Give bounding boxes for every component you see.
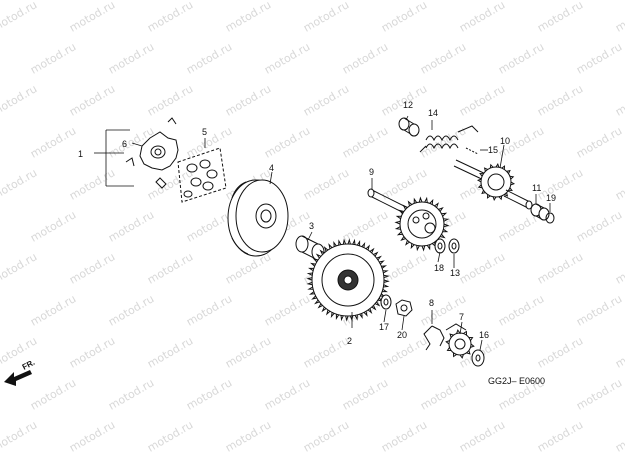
bushing-12 [398, 117, 420, 137]
front-label: FR. [21, 358, 37, 372]
kick-spring [419, 125, 479, 153]
clip-19 [545, 212, 555, 224]
callout-7: 7 [459, 312, 464, 322]
spring-clip-8 [423, 325, 445, 351]
washer-13 [448, 238, 460, 254]
starter-pinion [445, 323, 475, 359]
callout-18: 18 [434, 263, 444, 273]
weight-rollers [177, 147, 227, 203]
callout-14: 14 [428, 108, 438, 118]
callout-11: 11 [532, 183, 541, 193]
callout-17: 17 [379, 322, 389, 332]
leader-lines [94, 115, 551, 351]
collar [295, 235, 325, 261]
gear-teeth [476, 162, 516, 202]
callout-19: 19 [546, 193, 556, 203]
nut-20 [395, 299, 413, 317]
callout-20: 20 [397, 330, 407, 340]
gear-teeth [394, 196, 450, 252]
drive-face-plate [125, 117, 179, 189]
washer-16 [471, 349, 485, 367]
front-arrow: FR. [4, 358, 36, 386]
kick-spindle [453, 159, 533, 210]
drive-pulley [227, 179, 289, 257]
callout-2: 2 [347, 336, 352, 346]
pin-15 [465, 147, 479, 155]
callout-16: 16 [479, 330, 489, 340]
gear-teeth [306, 238, 390, 322]
callout-12: 12 [403, 100, 413, 110]
driven-gear [306, 238, 390, 322]
gear-teeth [445, 329, 475, 359]
callout-labels: 1 2 3 4 5 6 7 8 9 10 11 12 13 14 15 16 1… [78, 100, 556, 346]
diagram-code: GG2J– E0600 [488, 376, 545, 386]
callout-5: 5 [202, 127, 207, 137]
callout-1: 1 [78, 149, 83, 159]
callout-8: 8 [429, 298, 434, 308]
shaft-gear [367, 188, 450, 252]
callout-9: 9 [369, 167, 374, 177]
callout-3: 3 [309, 221, 314, 231]
callout-6: 6 [122, 139, 127, 149]
callout-4: 4 [269, 163, 274, 173]
callout-13: 13 [450, 268, 460, 278]
callout-15: 15 [488, 145, 498, 155]
washer-18 [434, 238, 446, 254]
washer-17 [380, 294, 392, 310]
callout-10: 10 [500, 136, 510, 146]
